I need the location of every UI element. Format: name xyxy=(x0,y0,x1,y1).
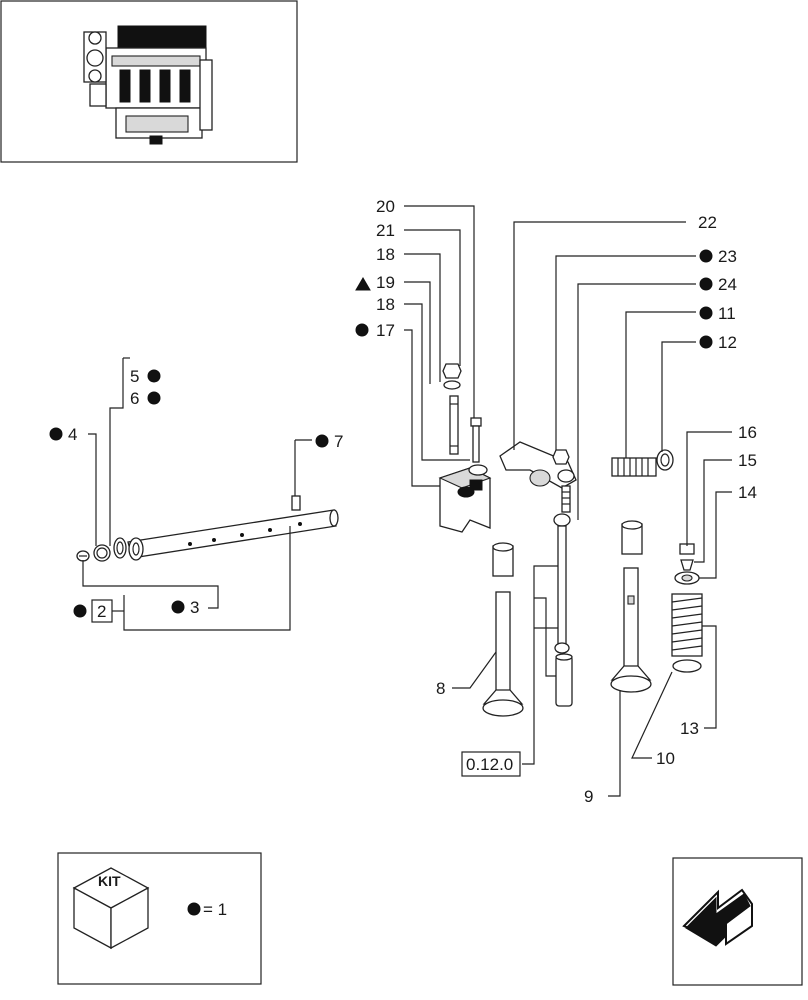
rocker-bracket xyxy=(438,467,492,533)
black-dot-icon xyxy=(73,604,87,618)
label-2: 2 xyxy=(97,602,106,621)
black-dot-icon xyxy=(699,335,713,349)
label-22: 22 xyxy=(698,213,717,232)
label-6: 6 xyxy=(130,389,139,408)
kit-box-icon xyxy=(72,867,150,950)
black-dot-icon xyxy=(699,277,713,291)
black-dot-icon xyxy=(49,427,63,441)
reference-label: 0.12.0 xyxy=(466,755,513,774)
return-arrow-icon xyxy=(682,888,753,947)
valve-guide-left xyxy=(492,542,514,577)
valve-spring xyxy=(671,593,703,657)
kit-text: KIT xyxy=(98,873,121,889)
label-19: 19 xyxy=(376,273,395,292)
engine-thumbnail xyxy=(0,0,298,163)
label-10: 10 xyxy=(656,749,675,768)
adjusting-screw xyxy=(561,485,571,513)
black-dot-icon xyxy=(147,369,161,383)
label-18-lower: 18 xyxy=(376,295,395,314)
label-11: 11 xyxy=(718,304,736,323)
black-triangle-icon xyxy=(355,277,371,291)
valve-guide-right xyxy=(621,520,643,555)
black-dot-icon xyxy=(355,323,369,337)
nut xyxy=(442,363,462,379)
label-4: 4 xyxy=(68,425,77,444)
label-17: 17 xyxy=(376,321,395,340)
label-3: 3 xyxy=(190,598,199,617)
cotter-halves xyxy=(680,559,694,571)
spring-retainer xyxy=(656,449,674,471)
kit-legend: KIT = 1 xyxy=(57,852,262,985)
label-13: 13 xyxy=(680,719,699,738)
valve-left xyxy=(482,591,524,717)
adjusting-nut xyxy=(552,449,570,465)
black-dot-icon xyxy=(187,902,201,916)
tappet xyxy=(555,653,573,707)
label-12: 12 xyxy=(718,333,737,352)
black-dot-icon xyxy=(699,249,713,263)
label-8: 8 xyxy=(436,679,445,698)
push-rod xyxy=(553,513,571,654)
label-21: 21 xyxy=(376,221,395,240)
lower-spring-seat xyxy=(672,659,702,673)
washer xyxy=(443,380,461,390)
end-washer xyxy=(128,537,144,561)
label-18-upper: 18 xyxy=(376,245,395,264)
valve-right xyxy=(610,567,652,693)
circlip xyxy=(93,544,111,562)
black-dot-icon xyxy=(171,600,185,614)
stud-bolt xyxy=(449,395,459,455)
engine-silhouette-icon xyxy=(83,25,213,145)
reference-box xyxy=(461,751,521,777)
label-7: 7 xyxy=(334,432,343,451)
label-14: 14 xyxy=(738,483,757,502)
legend-equals-text: = 1 xyxy=(203,900,227,919)
black-dot-icon xyxy=(315,434,329,448)
label-24: 24 xyxy=(718,275,737,294)
black-dot-icon xyxy=(699,306,713,320)
label-5: 5 xyxy=(130,367,139,386)
return-arrow-button[interactable] xyxy=(672,857,803,986)
rocker-shaft xyxy=(127,495,339,559)
spring-washer xyxy=(113,537,127,559)
label-9: 9 xyxy=(584,787,593,806)
bracket-washer xyxy=(468,464,488,476)
shaft-plug xyxy=(76,550,90,562)
label-16: 16 xyxy=(738,423,757,442)
black-dot-icon xyxy=(147,391,161,405)
label-15: 15 xyxy=(738,451,757,470)
upper-spring-cup xyxy=(674,571,700,585)
label-23: 23 xyxy=(718,247,737,266)
label-20: 20 xyxy=(376,197,395,216)
rocker-arm xyxy=(499,441,577,489)
outer-valve-spring xyxy=(611,457,657,477)
screw xyxy=(470,417,482,463)
